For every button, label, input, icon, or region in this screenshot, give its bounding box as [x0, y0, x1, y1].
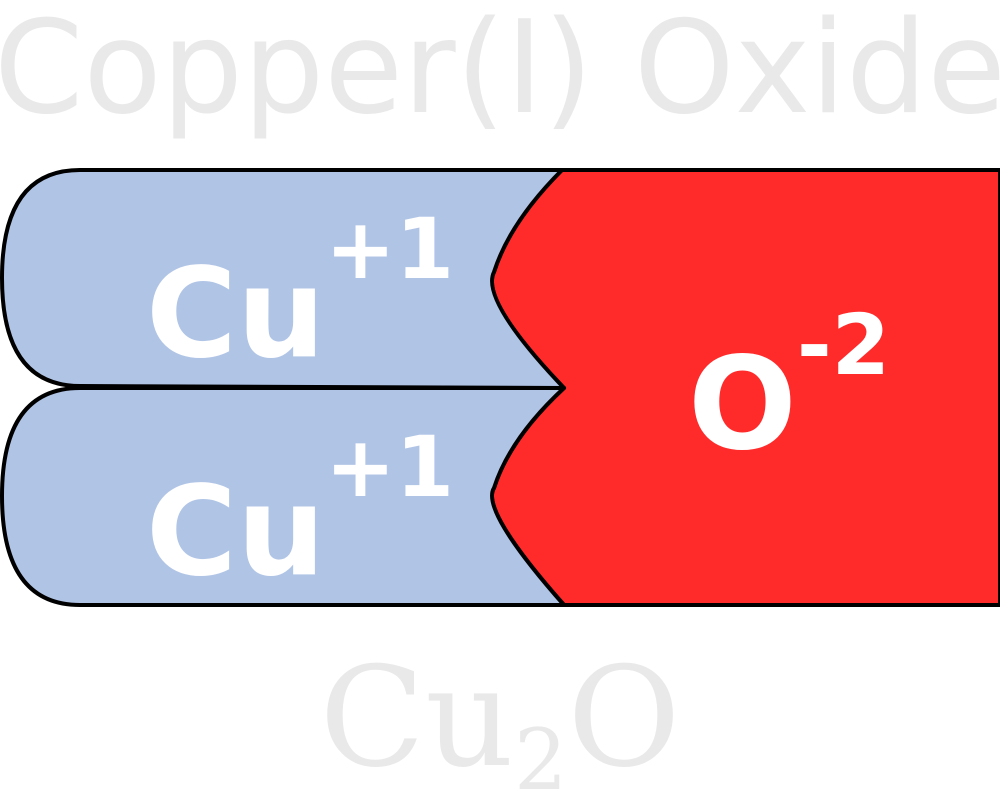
formula-tail: O [567, 637, 680, 796]
oxide-ion-label: O-2 [688, 296, 890, 479]
copper-ion-label-2: Cu+1 [146, 418, 454, 604]
chemical-formula: Cu2O [319, 637, 680, 796]
formula-base: Cu [319, 637, 513, 796]
formula-subscript: 2 [514, 711, 567, 796]
oxide-ion-charge: -2 [797, 296, 890, 394]
copper-ion-symbol-1: Cu [146, 242, 325, 386]
copper-ion-symbol-2: Cu [146, 460, 325, 604]
copper-ion-charge-1: +1 [325, 200, 454, 298]
copper-ion-label-1: Cu+1 [146, 200, 454, 386]
copper-ion-charge-2: +1 [325, 418, 454, 516]
copper-ion-block-2 [0, 386, 566, 607]
compound-name-title: Copper(I) Oxide [0, 0, 1000, 143]
oxide-ion-symbol: O [688, 330, 797, 479]
